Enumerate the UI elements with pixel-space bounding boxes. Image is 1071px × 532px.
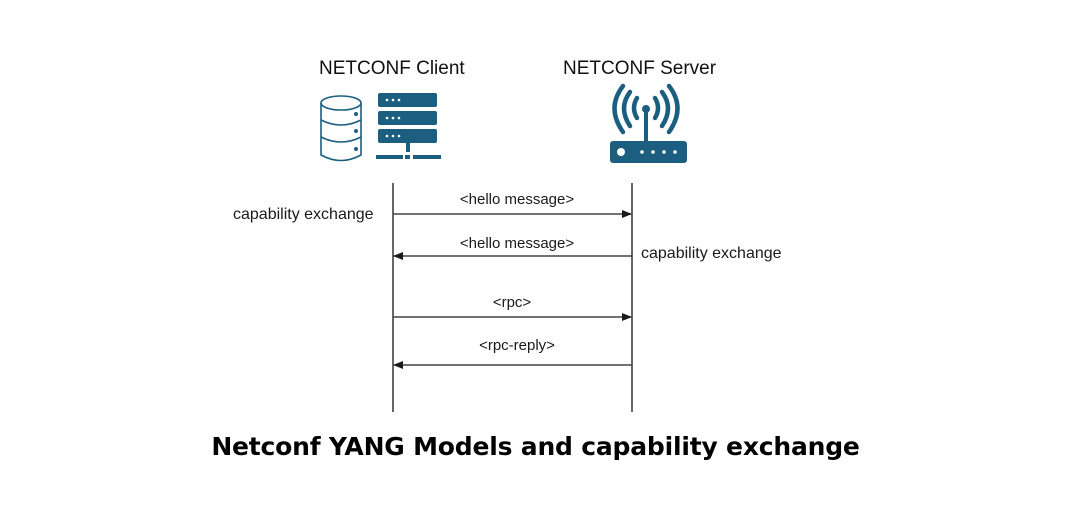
database-icon <box>320 95 362 162</box>
server-rack-icon <box>376 93 441 159</box>
message-label-hello-1: <hello message> <box>459 191 575 208</box>
message-label-hello-2: <hello message> <box>459 235 575 252</box>
wireless-router-icon <box>610 83 687 163</box>
diagram-title: Netconf YANG Models and capability excha… <box>211 432 860 461</box>
actor-label-client: NETCONF Client <box>319 58 465 79</box>
annotation-client-capability-exchange: capability exchange <box>233 206 374 223</box>
message-label-rpc-reply: <rpc-reply> <box>479 337 555 354</box>
annotation-server-capability-exchange: capability exchange <box>641 245 782 262</box>
message-label-rpc: <rpc> <box>492 294 532 311</box>
actor-label-server: NETCONF Server <box>563 58 717 79</box>
